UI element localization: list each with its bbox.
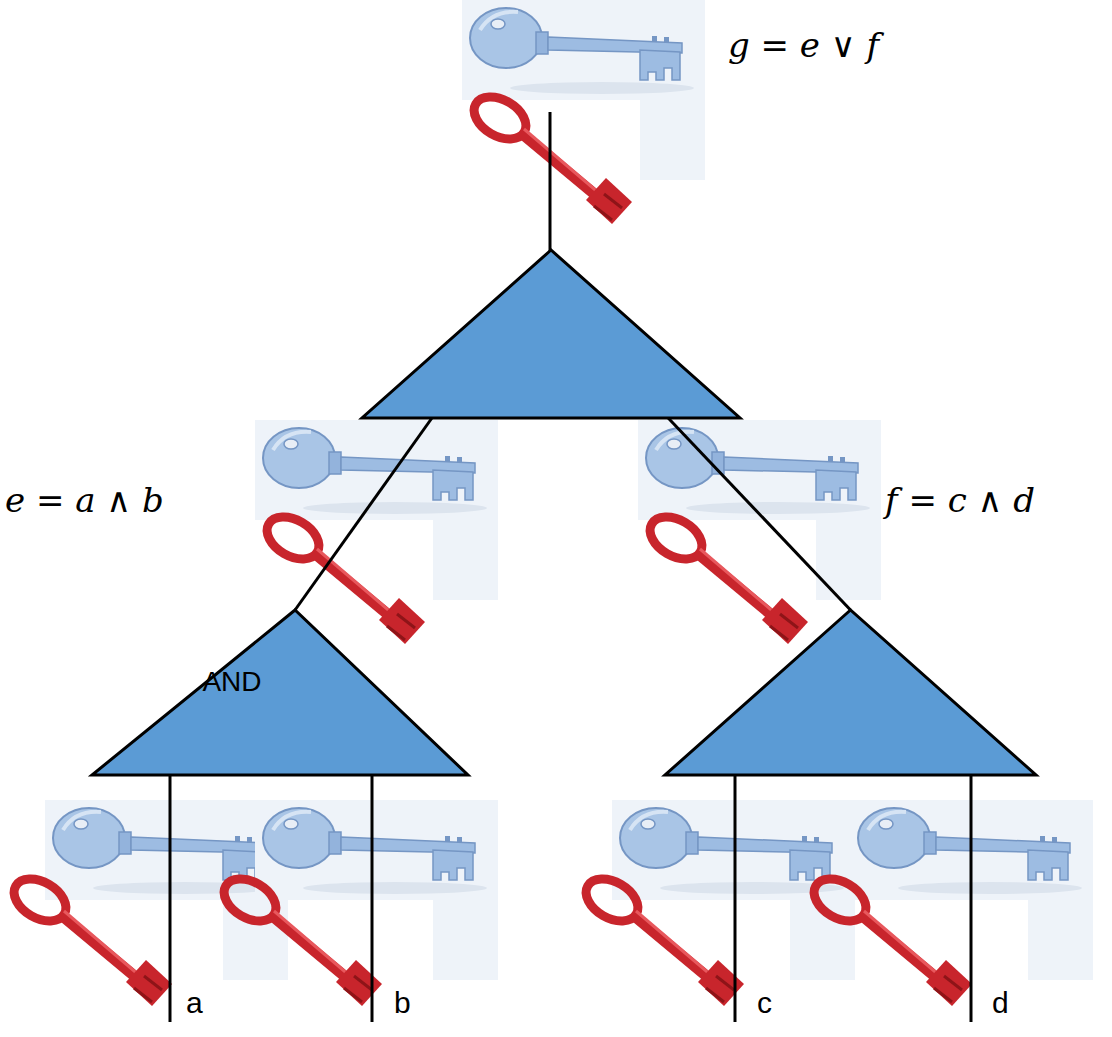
input-label: b: [394, 985, 411, 1021]
blue-key: [255, 800, 498, 980]
input-label: c: [757, 985, 772, 1021]
gate-triangle: g = e ∨ f: [362, 250, 740, 418]
gate-wire: [668, 418, 850, 610]
triangle-outline: [92, 610, 468, 775]
red-key: [7, 870, 172, 1006]
blue-key: [462, 0, 705, 180]
gate-type: AND: [202, 665, 261, 699]
input-wire: [169, 776, 172, 1022]
blue-key: [255, 420, 498, 600]
gate-triangle: f = c ∧ d: [665, 610, 1036, 775]
input-label: a: [186, 985, 203, 1021]
gate-formula: g = e ∨ f: [728, 25, 879, 66]
input-wire: [734, 776, 737, 1022]
triangle-fill: [362, 250, 740, 418]
red-key: [807, 870, 972, 1006]
red-key: [643, 508, 808, 644]
output-wire: [549, 112, 552, 251]
blue-key: [45, 800, 288, 980]
red-key: [217, 870, 382, 1006]
gate-formula: f = c ∧ d: [885, 480, 1035, 521]
triangle-outline: [362, 250, 740, 418]
input-label: d: [992, 985, 1009, 1021]
triangle-fill: [665, 610, 1036, 775]
blue-key: [638, 420, 881, 600]
red-key: [579, 870, 744, 1006]
triangle-fill: [92, 610, 468, 775]
gate-wire: [295, 418, 432, 610]
input-wire: [970, 776, 973, 1022]
gate-formula: e = a ∧ b: [5, 480, 164, 521]
triangle-outline: [665, 610, 1036, 775]
input-wire: [371, 776, 374, 1022]
gate-triangle: e = a ∧ bAND: [92, 610, 468, 775]
